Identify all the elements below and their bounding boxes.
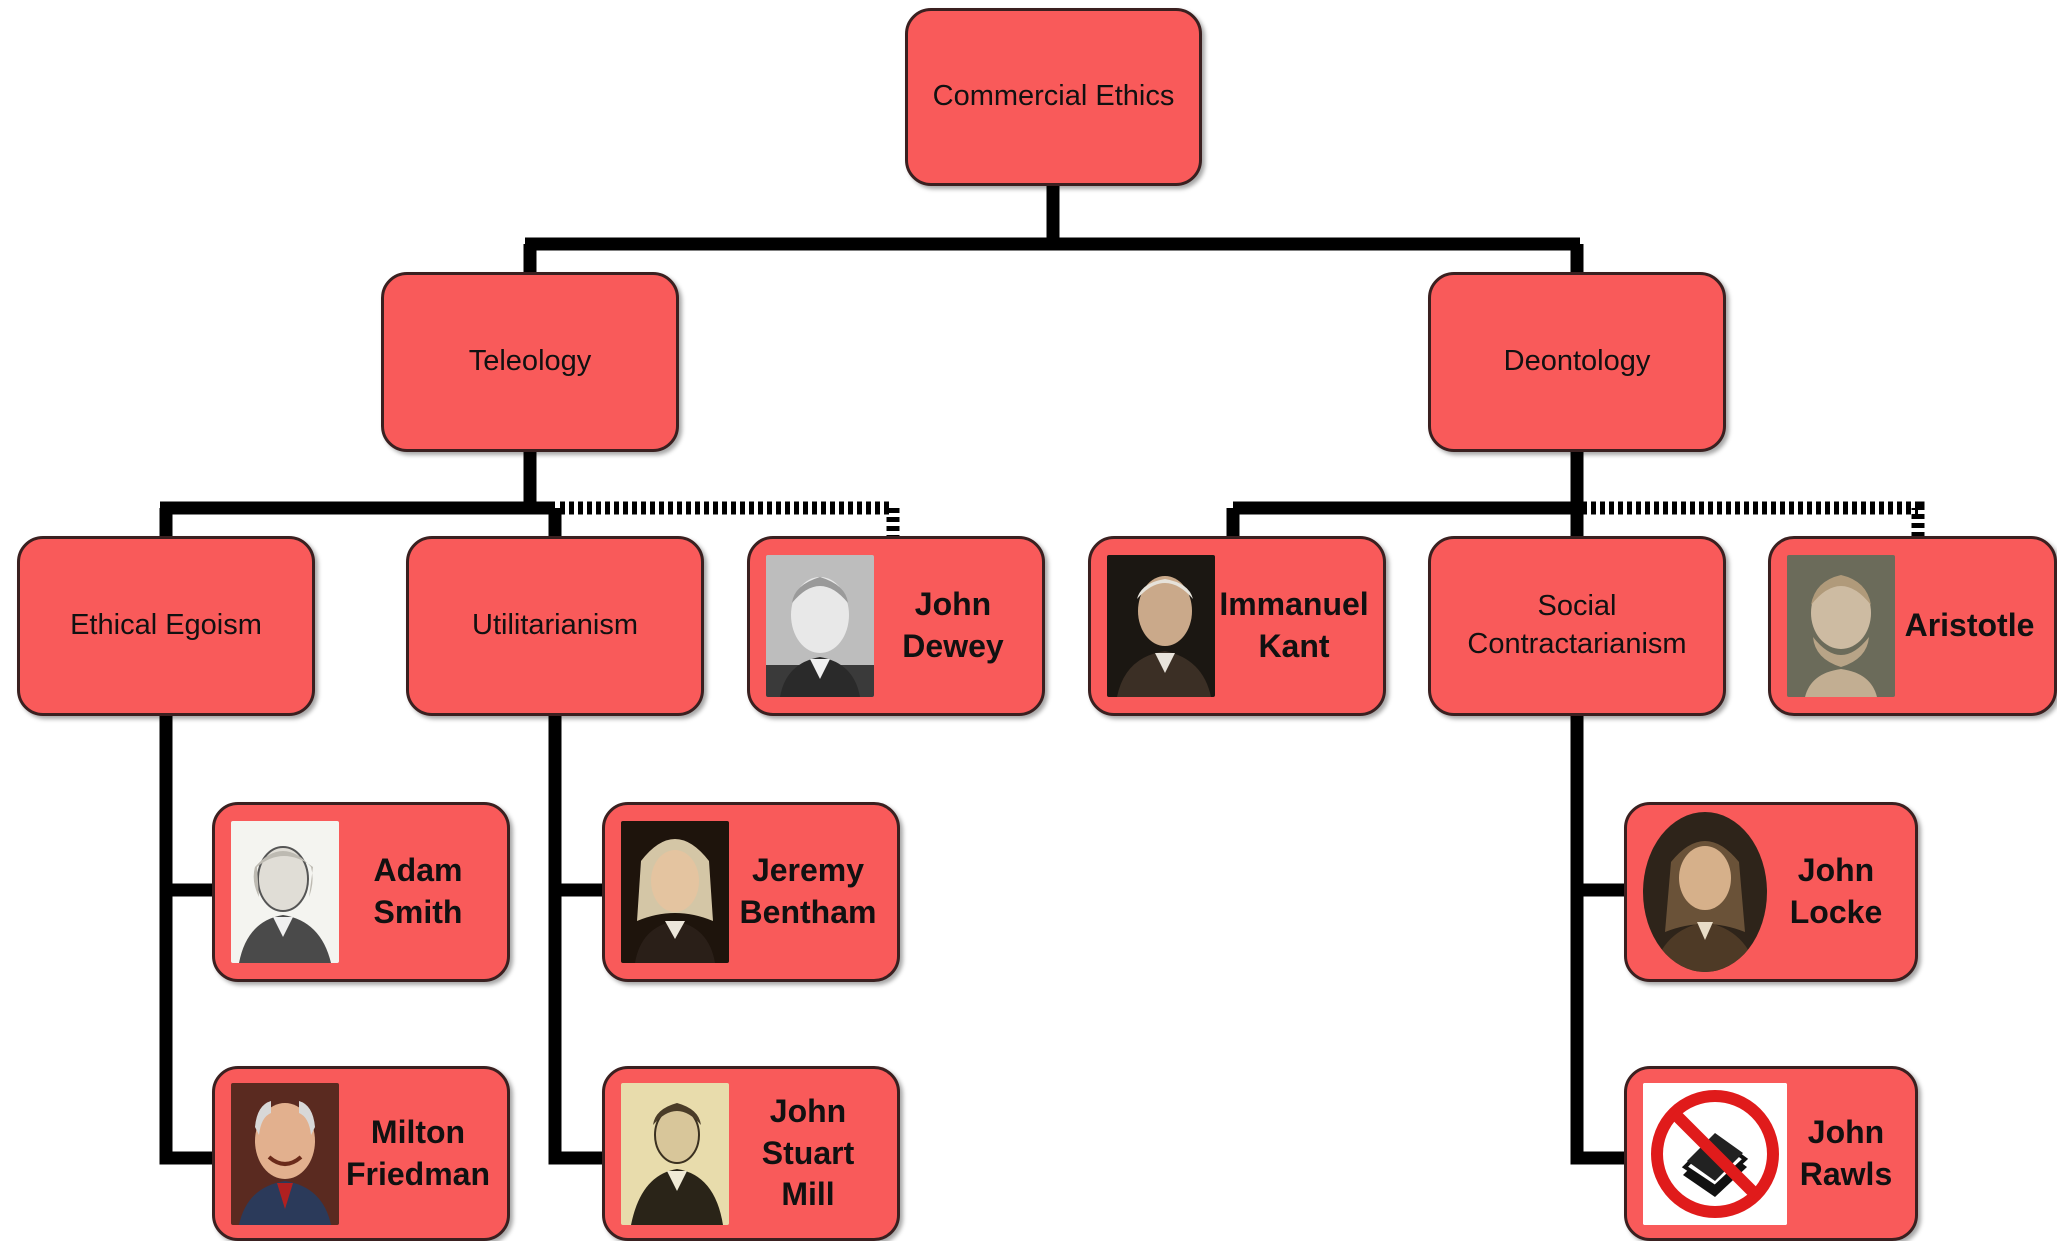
theory-utilitarianism: Utilitarianism	[406, 536, 704, 716]
person-aristotle: Aristotle	[1768, 536, 2057, 716]
person-john-rawls: John Rawls	[1624, 1066, 1918, 1241]
aristotle-bust-icon	[1787, 555, 1895, 697]
adam-smith-portrait-icon	[231, 821, 339, 963]
john-stuart-mill-portrait-icon	[621, 1082, 729, 1225]
person-name: Milton Friedman	[345, 1113, 491, 1192]
person-john-dewey: John Dewey	[747, 536, 1045, 716]
theory-social-contractarianism: Social Contractarianism	[1428, 536, 1726, 716]
root-label: Commercial Ethics	[932, 80, 1175, 113]
branch-label: Teleology	[468, 345, 592, 378]
immanuel-kant-portrait-icon	[1107, 555, 1215, 697]
person-name: Immanuel Kant	[1219, 586, 1369, 664]
person-name: Jeremy Bentham	[739, 852, 877, 930]
person-john-locke: John Locke	[1624, 802, 1918, 982]
person-john-stuart-mill: John Stuart Mill	[602, 1066, 900, 1241]
theory-label: Social Contractarianism	[1467, 590, 1687, 660]
person-immanuel-kant: Immanuel Kant	[1088, 536, 1386, 716]
person-name: John Stuart Mill	[761, 1093, 855, 1213]
person-name: John Locke	[1789, 852, 1883, 930]
person-name: Adam Smith	[373, 852, 463, 930]
person-name: John Dewey	[902, 586, 1004, 664]
branch-teleology: Teleology	[381, 272, 679, 452]
person-milton-friedman: Milton Friedman	[212, 1066, 510, 1241]
branch-label: Deontology	[1503, 345, 1651, 378]
theory-label: Utilitarianism	[472, 609, 638, 642]
john-locke-portrait-icon	[1643, 812, 1767, 972]
person-jeremy-bentham: Jeremy Bentham	[602, 802, 900, 982]
no-book-icon	[1643, 1082, 1787, 1225]
root-node: Commercial Ethics	[905, 8, 1202, 186]
jeremy-bentham-portrait-icon	[621, 821, 729, 963]
person-name: John Rawls	[1799, 1113, 1893, 1192]
branch-deontology: Deontology	[1428, 272, 1726, 452]
person-adam-smith: Adam Smith	[212, 802, 510, 982]
person-name: Aristotle	[1904, 607, 2035, 644]
theory-ethical-egoism: Ethical Egoism	[17, 536, 315, 716]
john-dewey-portrait-icon	[766, 555, 874, 697]
milton-friedman-portrait-icon	[231, 1082, 339, 1225]
theory-label: Ethical Egoism	[70, 609, 262, 642]
